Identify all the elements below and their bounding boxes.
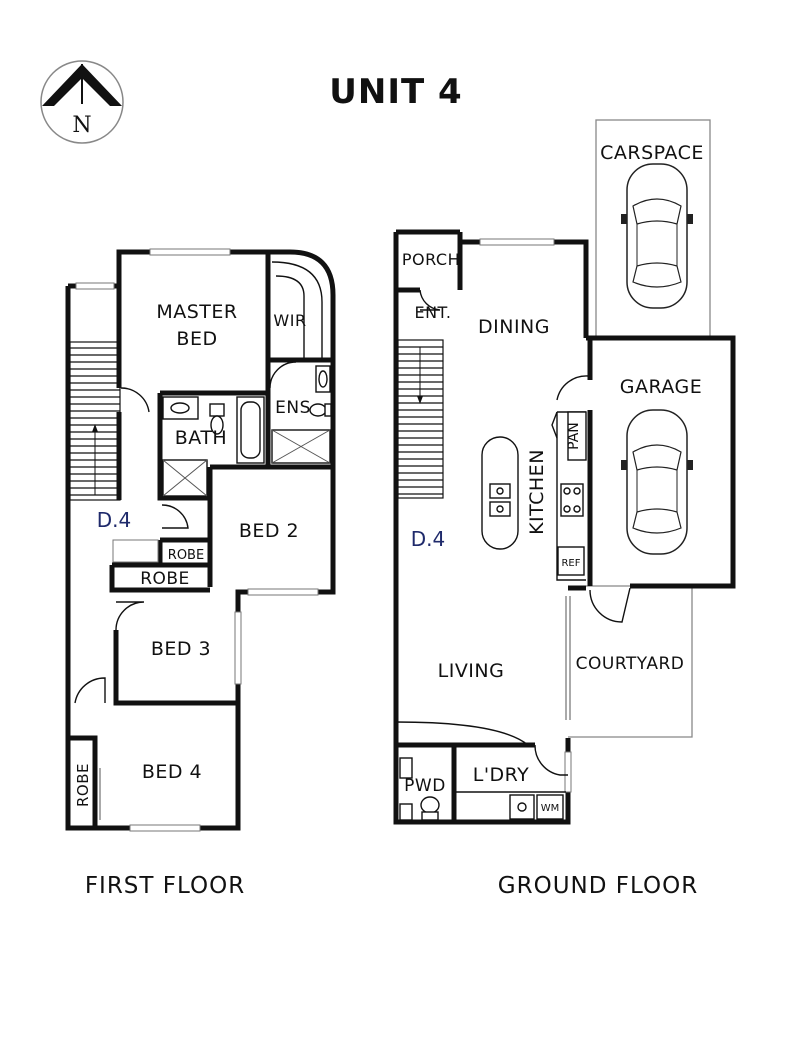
ground-floor-plan: PORCH ENT. DINING KITCHEN PAN REF LIVING… bbox=[393, 119, 736, 825]
stairs-ground-floor bbox=[397, 339, 444, 499]
room-porch-label: PORCH bbox=[402, 250, 460, 269]
room-carspace-label: CARSPACE bbox=[600, 142, 704, 164]
room-bed4-label: BED 4 bbox=[142, 761, 202, 783]
room-robe-label: ROBE bbox=[140, 569, 190, 589]
room-living-label: LIVING bbox=[438, 660, 505, 682]
first-floor-label: FIRST FLOOR bbox=[85, 873, 245, 899]
first-floor-marker: D.4 bbox=[97, 508, 131, 532]
room-wir-label: WIR bbox=[273, 311, 306, 330]
room-ref-label: REF bbox=[561, 558, 580, 569]
room-courtyard-label: COURTYARD bbox=[576, 654, 685, 674]
room-garage-label: GARAGE bbox=[620, 376, 703, 398]
room-kitchen-label: KITCHEN bbox=[526, 449, 548, 535]
car-carspace-icon bbox=[621, 163, 693, 309]
ground-floor-marker: D.4 bbox=[411, 527, 445, 551]
room-bed2-label: BED 2 bbox=[239, 520, 299, 542]
room-pwd-label: PWD bbox=[404, 776, 446, 796]
room-master-bed-label: MASTER bbox=[156, 301, 237, 323]
room-dining-label: DINING bbox=[478, 316, 550, 338]
room-bath-label: BATH bbox=[175, 427, 227, 449]
room-pan-label: PAN bbox=[566, 422, 582, 450]
room-master-bed-label-2: BED bbox=[176, 328, 217, 350]
compass-label: N bbox=[72, 113, 91, 138]
room-robe-small-label: ROBE bbox=[168, 548, 204, 563]
north-compass-icon: N bbox=[40, 60, 124, 144]
room-ens-label: ENS bbox=[275, 398, 311, 418]
plan-title: UNIT 4 bbox=[329, 72, 462, 112]
ground-floor-label: GROUND FLOOR bbox=[498, 873, 698, 899]
room-ent-label: ENT. bbox=[414, 303, 451, 322]
room-wm-label: WM bbox=[541, 803, 560, 814]
stairs-first-floor bbox=[69, 341, 121, 501]
car-garage-icon bbox=[621, 409, 693, 555]
room-robe-vertical-label: ROBE bbox=[74, 763, 92, 807]
room-bed3-label: BED 3 bbox=[151, 638, 211, 660]
room-ldry-label: L'DRY bbox=[473, 764, 530, 786]
first-floor-plan: MASTER BED WIR ENS BATH BED 2 ROBE ROBE … bbox=[65, 248, 336, 832]
